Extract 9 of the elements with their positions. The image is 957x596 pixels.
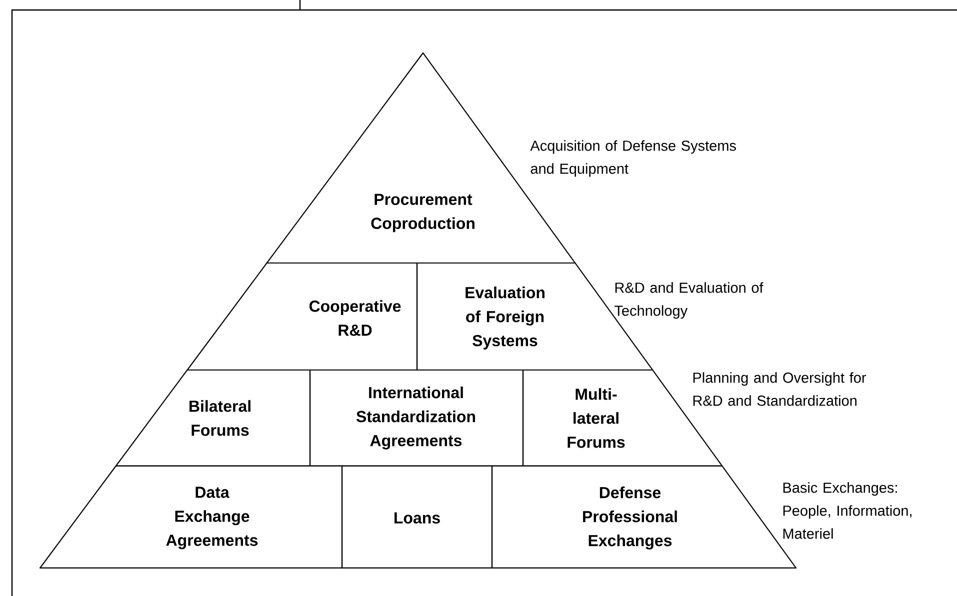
pyramid-cell: Data Exchange Agreements bbox=[39, 465, 343, 569]
pyramid-cell: Cooperative R&D bbox=[186, 262, 418, 371]
pyramid-cell: Bilateral Forums bbox=[115, 369, 311, 467]
tier-label: Basic Exchanges: People, Information, Materiel bbox=[783, 482, 912, 539]
tier-label: Planning and Oversight for R&D and Standardization bbox=[693, 372, 866, 406]
tier-label: R&D and Evaluation of Technology bbox=[614, 282, 764, 319]
tier-label: Acquisition of Defense Systems and Equipment bbox=[530, 140, 736, 177]
pyramid-cell: International Standardization Agreements bbox=[309, 369, 524, 467]
pyramid-cell: Loans bbox=[341, 465, 493, 569]
